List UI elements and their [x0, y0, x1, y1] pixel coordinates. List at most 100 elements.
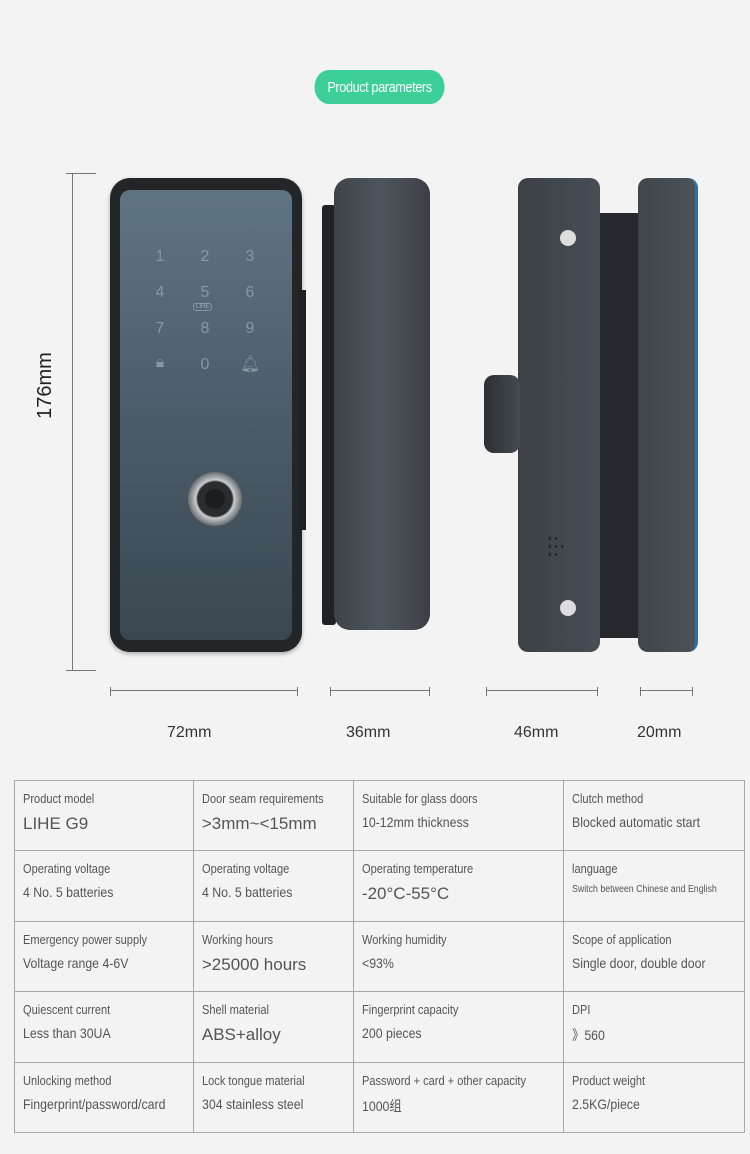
- section-title: Product parameters: [314, 70, 445, 104]
- back-width-dimension: [486, 687, 598, 696]
- spec-value: 2.5KG/piece: [571, 1095, 640, 1112]
- spec-cell: Fingerprint capacity 200 pieces: [352, 991, 564, 1063]
- lock-side-view: [334, 178, 430, 630]
- spec-label: language: [571, 861, 618, 877]
- spec-cell: Lock tongue material 304 stainless steel: [192, 1061, 354, 1134]
- spec-value: 4 No. 5 batteries: [201, 884, 293, 901]
- key-0: 0: [200, 356, 210, 373]
- key-4: 4: [155, 284, 165, 301]
- front-edge: [298, 290, 306, 530]
- dim-tick: [66, 173, 96, 174]
- spec-label: Working humidity: [361, 931, 447, 947]
- bell-icon: 🔔︎: [240, 356, 261, 373]
- spec-label: DPI: [571, 1002, 591, 1018]
- side-depth-dimension: [330, 687, 430, 696]
- key-2: 2: [200, 248, 210, 265]
- screw-icon: [560, 230, 576, 246]
- clamp-width-dimension: [640, 687, 693, 696]
- height-dimension-line: [72, 173, 73, 670]
- spec-value: Switch between Chinese and English: [571, 884, 717, 896]
- rear-clamp-block: [600, 213, 642, 638]
- spec-value: ABS+alloy: [201, 1025, 281, 1045]
- screw-icon: [560, 600, 576, 616]
- brand-logo: LIHE: [193, 303, 213, 311]
- spec-label: Operating temperature: [361, 861, 474, 877]
- dim-tick: [66, 670, 96, 671]
- spec-label: Door seam requirements: [201, 791, 324, 806]
- lock-front-view: 1 2 3 4 5 6 7 8 9 0 🔒︎ 🔔︎ LIHE: [110, 178, 302, 652]
- spec-cell: Door seam requirements >3mm~<15mm: [192, 779, 354, 852]
- spec-value: Voltage range 4-6V: [23, 954, 129, 971]
- spec-value: 4 No. 5 batteries: [23, 884, 114, 901]
- fingerprint-sensor: [188, 472, 242, 526]
- spec-value: 1000组: [361, 1097, 402, 1114]
- key-3: 3: [245, 248, 255, 265]
- key-6: 6: [245, 284, 255, 301]
- spec-cell: Operating voltage 4 No. 5 batteries: [14, 850, 194, 922]
- spec-cell: Password + card + other capacity 1000组: [352, 1061, 564, 1134]
- touch-panel: 1 2 3 4 5 6 7 8 9 0 🔒︎ 🔔︎ LIHE: [120, 190, 292, 640]
- spec-label: Password + card + other capacity: [361, 1072, 526, 1088]
- spec-label: Product model: [23, 791, 95, 806]
- back-width-label: 46mm: [514, 724, 559, 741]
- spec-label: Shell material: [201, 1002, 269, 1018]
- spec-cell: Operating voltage 4 No. 5 batteries: [192, 850, 354, 922]
- spec-value: 10-12mm thickness: [361, 814, 469, 830]
- spec-label: Fingerprint capacity: [361, 1002, 459, 1018]
- spec-value: 200 pieces: [361, 1025, 422, 1042]
- spec-label: Operating voltage: [23, 861, 111, 877]
- spec-value: Fingerprint/password/card: [23, 1095, 166, 1112]
- rear-view-body: [518, 178, 600, 652]
- spec-label: Working hours: [201, 931, 273, 947]
- spec-label: Unlocking method: [23, 1072, 112, 1088]
- front-width-dimension: [110, 687, 298, 696]
- spec-value: 304 stainless steel: [201, 1095, 304, 1112]
- spec-value: <93%: [361, 954, 394, 971]
- lock-icon: 🔒︎: [155, 354, 165, 371]
- key-8: 8: [200, 320, 210, 337]
- spec-cell: DPI 》560: [562, 991, 746, 1063]
- spec-label: Clutch method: [571, 791, 644, 806]
- rear-clamp-plate: [638, 178, 698, 652]
- spec-cell: Operating temperature -20°C-55°C: [352, 850, 564, 922]
- spec-value: Less than 30UA: [23, 1025, 111, 1042]
- spec-label: Lock tongue material: [201, 1072, 305, 1088]
- key-5: 5: [200, 284, 210, 301]
- spec-value: >25000 hours: [201, 954, 307, 974]
- spec-value: -20°C-55°C: [361, 884, 450, 904]
- clamp-width-label: 20mm: [637, 724, 682, 741]
- side-mount-plate: [322, 205, 336, 625]
- spec-cell: Working hours >25000 hours: [192, 920, 354, 993]
- spec-value: >3mm~<15mm: [201, 814, 317, 833]
- height-label: 176mm: [33, 352, 56, 419]
- spec-value: 》560: [571, 1027, 605, 1044]
- spec-label: Operating voltage: [201, 861, 290, 877]
- key-1: 1: [155, 248, 165, 265]
- knob: [484, 375, 520, 453]
- spec-label: Scope of application: [571, 931, 672, 947]
- spec-value: Blocked automatic start: [571, 814, 700, 830]
- front-width-label: 72mm: [167, 724, 212, 741]
- spec-label: Quiescent current: [23, 1002, 111, 1018]
- spec-value: LIHE G9: [23, 814, 89, 833]
- key-7: 7: [155, 320, 165, 337]
- spec-value: Single door, double door: [571, 954, 706, 971]
- spec-label: Emergency power supply: [23, 931, 148, 947]
- key-9: 9: [245, 320, 255, 337]
